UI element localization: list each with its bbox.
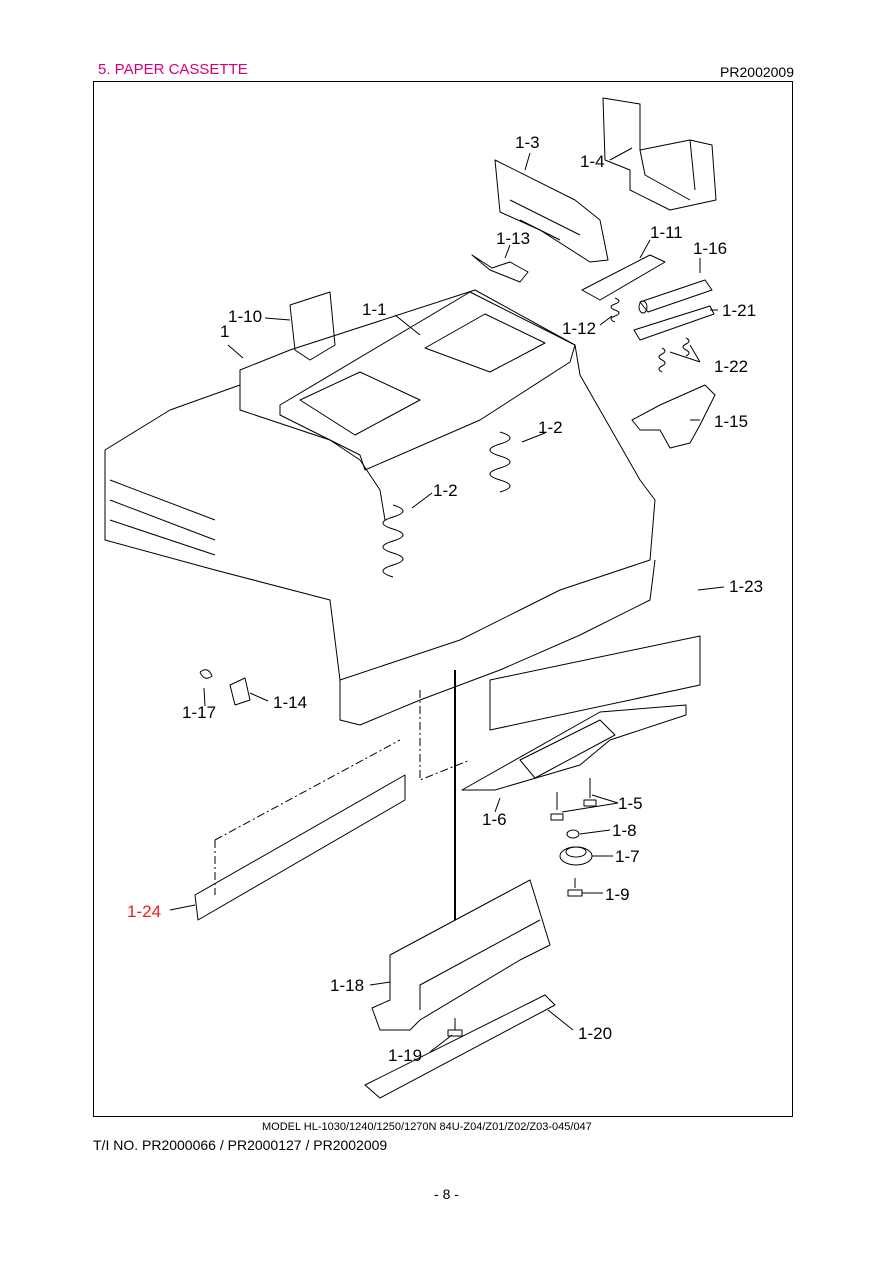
page-number: - 8 - (434, 1186, 459, 1202)
callout-1-17: 1-17 (182, 703, 217, 722)
part-1-2-spring-a (382, 504, 404, 578)
callout-1-24: 1-24 (127, 902, 162, 921)
section-title: 5. PAPER CASSETTE (98, 61, 248, 78)
part-1-19-screw (447, 1018, 463, 1037)
diagram-frame (93, 81, 793, 1117)
part-1-13 (471, 254, 529, 283)
part-1-6-rack (461, 704, 687, 791)
part-1-17 (199, 669, 213, 679)
part-1-7-gear (559, 846, 593, 866)
callout-1-13: 1-13 (496, 229, 531, 248)
callout-1-10: 1-10 (228, 307, 263, 326)
part-1-3-cover (494, 159, 609, 263)
part-1-18-front (371, 879, 551, 1031)
part-1-20-bar (364, 994, 556, 1099)
callout-1-11: 1-11 (650, 223, 683, 242)
callout-1-2-lower: 1-2 (433, 481, 458, 500)
part-1-5-screw-a (550, 792, 564, 821)
ti-number: T/I NO. PR2000066 / PR2000127 / PR200200… (93, 1137, 388, 1153)
part-1-2-spring-b (489, 431, 511, 493)
part-1-11-guide (581, 254, 666, 301)
part-1-14 (229, 677, 251, 706)
callout-1-15: 1-15 (714, 412, 749, 431)
callout-1-21: 1-21 (722, 301, 757, 320)
part-1-23-label (489, 635, 701, 731)
callout-1-19: 1-19 (388, 1046, 423, 1065)
part-1-15-bracket (631, 384, 716, 449)
callout-1-3: 1-3 (515, 133, 540, 152)
part-1-tray (104, 289, 656, 726)
callout-1-8: 1-8 (612, 821, 637, 840)
callout-1-5: 1-5 (618, 794, 643, 813)
part-1-8-washer (566, 829, 580, 839)
callout-1-4: 1-4 (580, 152, 605, 171)
callout-1-22: 1-22 (714, 357, 749, 376)
part-1-5-screw-b (583, 778, 597, 807)
callout-1-20: 1-20 (578, 1024, 613, 1043)
part-1-22-spring-a (658, 347, 666, 373)
callout-1-7: 1-7 (615, 847, 640, 866)
doc-id: PR2002009 (720, 64, 794, 80)
callout-1-16: 1-16 (693, 239, 728, 258)
callout-1-14: 1-14 (273, 693, 308, 712)
part-1-12-spring (610, 297, 620, 323)
model-line: MODEL HL-1030/1240/1250/1270N 84U-Z04/Z0… (262, 1121, 592, 1133)
callout-1: 1 (220, 322, 230, 341)
part-1-10 (289, 291, 336, 361)
callout-1-2-upper: 1-2 (538, 418, 563, 437)
callout-1-6: 1-6 (482, 810, 507, 829)
part-1-21 (633, 305, 715, 341)
callout-1-9: 1-9 (605, 885, 630, 904)
part-1-22-spring-b (682, 337, 690, 357)
callout-1-23: 1-23 (729, 577, 764, 596)
part-1-16-roller (639, 279, 713, 313)
callout-1-1: 1-1 (362, 300, 387, 319)
callout-1-12: 1-12 (562, 319, 597, 338)
callout-1-18: 1-18 (330, 976, 365, 995)
part-1-4-cover (602, 97, 717, 211)
part-1-9-screw (567, 878, 583, 897)
part-1-1-plate (279, 291, 576, 471)
part-1-24-strip (194, 774, 406, 921)
